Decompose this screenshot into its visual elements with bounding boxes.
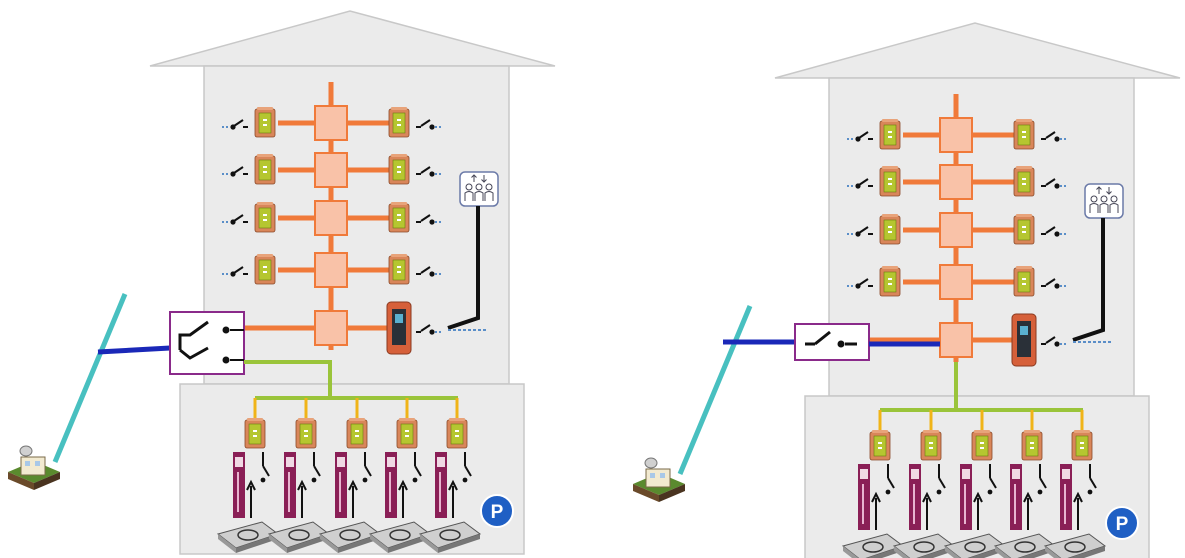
meter-icon	[346, 418, 368, 449]
switch-icon	[1041, 226, 1068, 237]
meter-icon	[254, 254, 276, 285]
ev-charger-icon	[892, 464, 956, 558]
ev-charger-icon	[318, 452, 382, 553]
meter-icon	[879, 119, 901, 150]
junction-box	[314, 252, 348, 288]
meter-icon	[396, 418, 418, 449]
junction-box	[314, 152, 348, 188]
substation-icon	[633, 457, 685, 502]
meter-icon	[971, 430, 993, 461]
meter-icon	[879, 266, 901, 297]
switch-icon	[416, 166, 443, 177]
junction-box	[314, 105, 348, 141]
meter-icon	[388, 107, 410, 138]
meter-icon	[295, 418, 317, 449]
parking-label: P	[1116, 514, 1129, 535]
switch-icon	[222, 214, 248, 225]
switch-icon	[847, 226, 873, 237]
ev-charger-icon	[418, 452, 482, 553]
ev-charger-icon	[1043, 464, 1107, 558]
meter-icon	[388, 202, 410, 233]
switch-icon	[847, 178, 873, 189]
junction-box	[314, 200, 348, 236]
meter-icon	[254, 202, 276, 233]
service-line	[677, 305, 753, 475]
switch-icon	[805, 330, 857, 348]
data-link-line	[1072, 218, 1105, 342]
switch-icon	[416, 324, 443, 335]
junction-box	[939, 117, 973, 153]
service-line	[52, 293, 128, 463]
meter-icon	[879, 214, 901, 245]
meter-icon	[1013, 214, 1035, 245]
junction-box	[939, 322, 973, 358]
switch-icon	[847, 278, 873, 289]
diagram-dual-switch: P	[8, 10, 556, 555]
meter-icon	[1013, 119, 1035, 150]
switch-icon	[847, 131, 873, 142]
switch-icon	[416, 214, 443, 225]
ev-charger-icon	[993, 464, 1057, 558]
upper-building	[828, 77, 1135, 397]
roof	[149, 10, 556, 67]
switch-box	[169, 311, 245, 375]
switch-icon	[416, 119, 443, 130]
meter-icon	[254, 107, 276, 138]
feeder-line	[97, 345, 171, 355]
meter-icon	[388, 254, 410, 285]
junction-box	[939, 212, 973, 248]
junction-box	[314, 310, 348, 346]
substation-icon	[8, 445, 60, 490]
meter-icon	[1013, 166, 1035, 197]
ev-charger-icon	[368, 452, 432, 553]
switch-box	[794, 323, 870, 361]
meter-icon	[446, 418, 468, 449]
meter-icon	[879, 166, 901, 197]
meter-icon	[1013, 266, 1035, 297]
data-link-line	[447, 206, 480, 330]
switch-icon	[1041, 131, 1068, 142]
meter-icon	[1071, 430, 1093, 461]
people-group-icon	[459, 171, 499, 207]
switch-icon	[1041, 278, 1068, 289]
meter-icon	[920, 430, 942, 461]
diagram-single-switch: P	[633, 22, 1181, 558]
meter-icon	[388, 154, 410, 185]
meter-icon	[1021, 430, 1043, 461]
switch-icon	[1041, 336, 1068, 347]
meter-icon	[869, 430, 891, 461]
junction-box	[939, 164, 973, 200]
ev-charger-icon	[943, 464, 1007, 558]
ev-charger-icon	[267, 452, 331, 553]
ev-charger-icon	[216, 452, 280, 553]
parking-feed-line	[244, 360, 332, 398]
meter-icon	[254, 154, 276, 185]
smart-meter-icon	[1011, 313, 1037, 367]
people-group-icon	[1084, 183, 1124, 219]
parking-label: P	[491, 502, 504, 523]
switch-icon	[1041, 178, 1068, 189]
roof	[774, 22, 1181, 79]
transfer-switch-icon	[178, 320, 244, 364]
upper-building	[203, 65, 510, 385]
switch-icon	[416, 266, 443, 277]
switch-icon	[222, 166, 248, 177]
switch-icon	[222, 266, 248, 277]
junction-box	[939, 264, 973, 300]
meter-icon	[244, 418, 266, 449]
smart-meter-icon	[386, 301, 412, 355]
parking-icon: P	[1105, 506, 1139, 540]
parking-level	[804, 395, 1150, 558]
switch-icon	[222, 119, 248, 130]
parking-icon: P	[480, 494, 514, 528]
